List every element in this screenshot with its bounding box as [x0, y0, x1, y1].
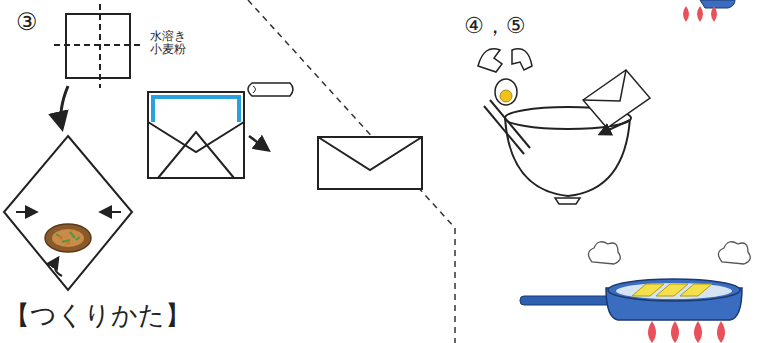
egg-roll [680, 284, 712, 296]
divider-line [248, 0, 455, 343]
filling-detail [59, 236, 70, 244]
step-arrow [249, 136, 268, 150]
step-number: ③ [16, 10, 56, 35]
fold-line [54, 44, 142, 46]
egg-yolk [500, 90, 512, 102]
finger-nail [253, 86, 256, 93]
fold-arrow [101, 211, 121, 213]
pan-handle [520, 296, 616, 305]
envelope-flap [318, 137, 422, 170]
fold-arrow [16, 211, 36, 213]
flame [683, 6, 717, 22]
envelope-flap [148, 122, 244, 152]
step-arrow [61, 86, 68, 128]
step-number: ④，⑤ [464, 14, 554, 37]
flame [648, 321, 725, 343]
bowl-foot [555, 198, 580, 204]
egg-shell [512, 49, 532, 70]
envelope-flap [583, 70, 626, 101]
paste-edge [153, 97, 239, 122]
steam [718, 242, 750, 264]
chopstick [484, 106, 524, 154]
material-label: 水溶き 小麦粉 [150, 30, 198, 55]
section-heading: 【つくりかた】 [4, 302, 244, 329]
fold-arrow [55, 258, 62, 276]
paper-diamond [4, 136, 132, 290]
frying-pan [700, 0, 735, 8]
steam [588, 242, 620, 264]
pan-surface [616, 283, 732, 299]
envelope-flap [158, 132, 234, 178]
chopstick [490, 100, 530, 148]
small-envelope [583, 70, 650, 128]
closed-envelope [318, 137, 422, 189]
filling [45, 224, 91, 252]
egg-white [495, 79, 517, 105]
open-envelope [148, 92, 244, 178]
egg-shell [478, 49, 502, 72]
step-arrow [600, 120, 630, 134]
finger [248, 83, 293, 96]
filling [52, 229, 84, 247]
pan-rim [608, 279, 740, 301]
